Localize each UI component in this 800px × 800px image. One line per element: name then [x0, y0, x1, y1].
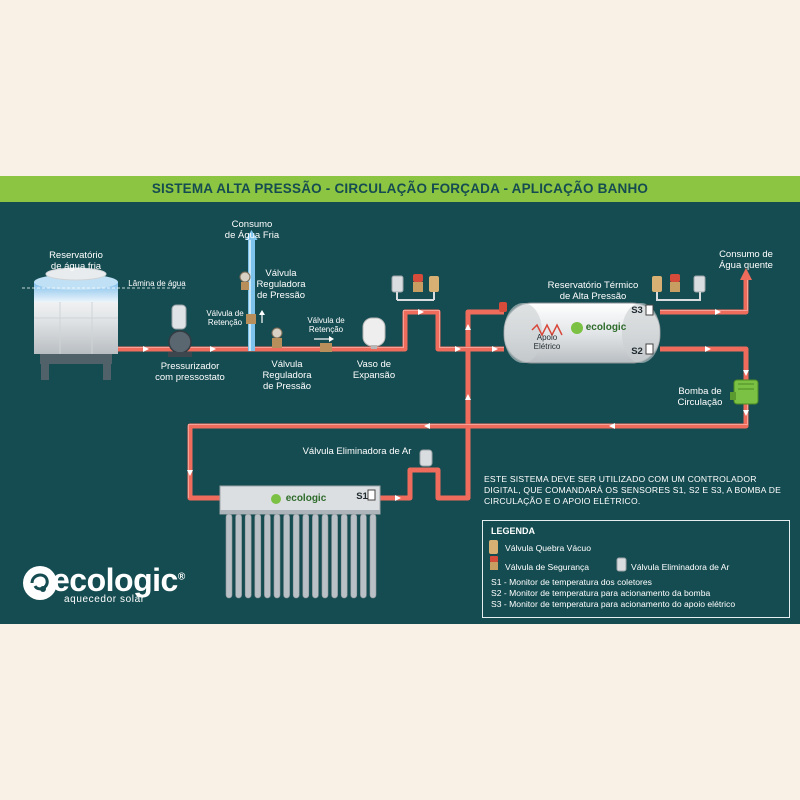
collector-tube [312, 513, 319, 599]
valve-cluster-right [652, 274, 706, 301]
valve-cluster-left [391, 274, 439, 301]
pipe-cold-vertical [248, 238, 255, 351]
legend-vacuum-valve-icon [489, 540, 498, 554]
brand-logo-icon [23, 566, 57, 600]
diagram-panel [0, 176, 800, 624]
safety-valve-small [499, 302, 507, 312]
electric-heater [531, 323, 563, 337]
legend-title: LEGENDA [491, 526, 536, 536]
pipe-s2-return [660, 346, 749, 380]
tank-brand: ecologic [585, 322, 627, 333]
pipe-collector-out [380, 349, 471, 501]
sensor-s1: S1 [356, 491, 368, 502]
pressure-regulator-valve-bottom [271, 327, 283, 348]
check-valve-icon [246, 310, 265, 324]
check-valve-right-icon [314, 336, 334, 352]
collector-tube [254, 513, 262, 599]
system-note: ESTE SISTEMA DEVE SER UTILIZADO COM UM C… [484, 474, 782, 506]
air-eliminator-valve-icon [419, 449, 433, 467]
legend-safety-valve-icon [490, 556, 498, 570]
legend-s2: S2 - Monitor de temperatura para acionam… [491, 588, 711, 598]
legend-air-valve: Válvula Eliminadora de Ar [631, 562, 730, 572]
pressurizer-icon [168, 304, 192, 357]
collector-tube [273, 513, 281, 599]
legend-box: LEGENDA Válvula Quebra Vácuo Válvula de … [482, 520, 790, 618]
flow-arrows [143, 309, 749, 501]
collector-tubes [225, 513, 377, 599]
collector-tube [235, 513, 242, 599]
pipe-hot-outlet [660, 278, 749, 315]
legend-safety-valve: Válvula de Segurança [505, 562, 590, 572]
collector-tube [225, 513, 233, 599]
arrow-up-cold [245, 230, 258, 240]
legend-s3: S3 - Monitor de temperatura para acionam… [491, 599, 736, 609]
collector-tube [340, 513, 348, 599]
legend-s1: S1 - Monitor de temperatura dos coletore… [491, 577, 652, 587]
collector-tube [283, 513, 290, 599]
pump-icon [730, 379, 759, 405]
diagram-title: SISTEMA ALTA PRESSÃO - CIRCULAÇÃO FORÇAD… [0, 176, 800, 202]
legend-vacuum-valve: Válvula Quebra Vácuo [505, 543, 591, 553]
arrow-up-hot [740, 268, 752, 280]
legend-air-valve-icon [616, 557, 627, 572]
collector-tube [292, 513, 300, 599]
collector-tube [331, 513, 338, 599]
hot-water-pipes [112, 278, 749, 501]
pressure-regulator-valve-top [239, 271, 251, 290]
solar-collector [219, 485, 381, 599]
collector-tube [302, 513, 310, 599]
collector-tube [360, 513, 367, 599]
pipe-pump-down [187, 404, 749, 501]
collector-brand: ecologic [285, 493, 327, 504]
brand-name: ecologic® [52, 562, 185, 598]
thermal-reservoir [503, 302, 661, 364]
collector-tube [321, 513, 329, 599]
collector-tube [350, 513, 358, 599]
collector-tube [369, 513, 377, 599]
pipe-to-circuit [465, 309, 504, 349]
sensor-s2: S2 [631, 346, 643, 357]
brand-tagline: aquecedor solar [64, 594, 145, 605]
collector-tube [244, 513, 252, 599]
sensor-s3: S3 [631, 305, 643, 316]
expansion-vessel-icon [362, 317, 386, 349]
cold-water-reservoir [22, 267, 186, 380]
label-water-level: Lâmina de água [128, 279, 186, 288]
collector-tube [264, 513, 271, 599]
label-air-valve: Válvula Eliminadora de Ar [302, 446, 412, 457]
